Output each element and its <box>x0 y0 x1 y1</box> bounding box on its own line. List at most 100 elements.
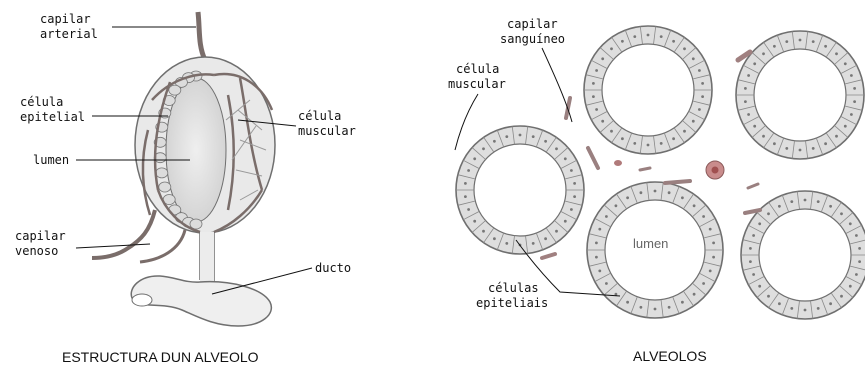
epithelial-cell <box>817 200 820 203</box>
epithelial-cell <box>855 234 858 237</box>
epithelial-cell <box>702 215 705 218</box>
epithelial-cell <box>633 35 636 38</box>
alveoli-cluster <box>456 26 865 319</box>
epithelial-cell <box>850 113 853 116</box>
epithelial-cell <box>855 273 858 276</box>
epithelial-cell <box>544 237 547 240</box>
epithelial-cell <box>749 260 752 263</box>
epithelial-cell <box>605 215 608 218</box>
label-capilar-venoso-2: venoso <box>15 244 58 258</box>
epithelial-cell <box>640 191 643 194</box>
epithelial-cell <box>767 295 770 298</box>
alveolus-left <box>456 126 584 254</box>
epithelial-cell <box>555 230 558 233</box>
caption-right: ALVEOLOS <box>633 348 707 364</box>
epithelial-cell <box>804 199 807 202</box>
epithelial-cell <box>753 125 756 128</box>
epithelial-cell <box>744 100 747 103</box>
epithelial-cell <box>640 306 643 309</box>
epithelial-cell <box>467 208 470 211</box>
epithelial-cell <box>467 169 470 172</box>
epithelial-cell <box>595 242 598 245</box>
duct-stalk-fill <box>200 232 214 282</box>
epithelial-cell <box>702 282 705 285</box>
epithelial-cell <box>758 222 761 225</box>
label-capilar-arterial-2: arterial <box>40 27 98 41</box>
epithelial-cell <box>762 52 765 55</box>
epithelial-cell <box>758 285 761 288</box>
epithelial-cell <box>544 140 547 143</box>
epithelial-cell <box>681 301 684 304</box>
epithelial-cell <box>621 137 624 140</box>
epithelial-cell <box>654 308 657 311</box>
epithelial-cell <box>156 168 168 178</box>
epithelial-cell <box>592 82 595 85</box>
epithelial-cell <box>654 190 657 193</box>
epithelial-cell <box>790 200 793 203</box>
epithelial-cell <box>564 157 567 160</box>
epithelial-cell <box>853 87 856 90</box>
epithelial-cell <box>464 182 467 185</box>
epithelial-cell <box>701 95 704 98</box>
epithelial-cell <box>698 69 701 72</box>
epithelial-cell <box>605 282 608 285</box>
epithelial-cell <box>660 35 663 38</box>
epithelial-cell <box>712 256 715 259</box>
epithelial-cell <box>570 208 573 211</box>
epithelial-cell <box>464 195 467 198</box>
epithelial-cell <box>749 247 752 250</box>
epithelial-cell <box>712 242 715 245</box>
epithelial-cell <box>169 85 181 95</box>
label-celula-muscular-right-2: muscular <box>448 77 506 91</box>
epithelial-cell <box>744 87 747 90</box>
alveolus-top-right <box>736 31 864 159</box>
epithelial-cell <box>773 142 776 145</box>
epithelial-cell <box>747 74 750 77</box>
epithelial-cell <box>840 212 843 215</box>
epithelial-cell <box>829 302 832 305</box>
epithelial-cell <box>482 147 485 150</box>
epithelial-cell <box>493 140 496 143</box>
epithelial-cell <box>817 307 820 310</box>
epithelial-cell <box>681 196 684 199</box>
epithelial-cell <box>785 147 788 150</box>
epithelial-cell <box>159 182 171 192</box>
epithelial-cell <box>570 169 573 172</box>
epithelial-cell <box>709 270 712 273</box>
epithelial-cell <box>858 260 861 263</box>
epithelial-cell <box>592 95 595 98</box>
label-capilar-sanguineo-1: capilar <box>507 17 558 31</box>
label-celula-epitelial-1: célula <box>20 95 63 109</box>
epithelial-cell <box>598 228 601 231</box>
epithelial-cell <box>555 147 558 150</box>
label-capilar-arterial-1: capilar <box>40 12 91 26</box>
epithelial-cell <box>672 40 675 43</box>
epithelial-cell <box>595 256 598 259</box>
epithelial-cell <box>626 196 629 199</box>
epithelial-cell <box>595 108 598 111</box>
epithelial-cell <box>804 309 807 312</box>
epithelial-cell <box>829 205 832 208</box>
leader-ducto <box>212 268 312 294</box>
label-ducto: ducto <box>315 261 351 275</box>
epithelial-cell <box>633 142 636 145</box>
epithelial-cell <box>693 204 696 207</box>
epithelial-cell <box>598 270 601 273</box>
caption-left: ESTRUCTURA DUN ALVEOLO <box>62 349 259 365</box>
epithelial-cell <box>698 108 701 111</box>
epithelial-cell <box>473 220 476 223</box>
label-celula-epitelial-2: epitelial <box>20 110 85 124</box>
epithelial-cell <box>668 306 671 309</box>
label-celula-muscular-2: muscular <box>298 124 356 138</box>
epithelial-cell <box>752 234 755 237</box>
epithelial-cell <box>701 82 704 85</box>
epithelial-cell <box>773 45 776 48</box>
label-celula-muscular-right-1: célula <box>456 62 499 76</box>
epithelial-cell <box>753 62 756 65</box>
epithelial-cell <box>752 273 755 276</box>
epithelial-cell <box>573 182 576 185</box>
leader-celula-muscular-right <box>455 94 478 150</box>
epithelial-cell <box>493 237 496 240</box>
epithelial-cell <box>692 120 695 123</box>
